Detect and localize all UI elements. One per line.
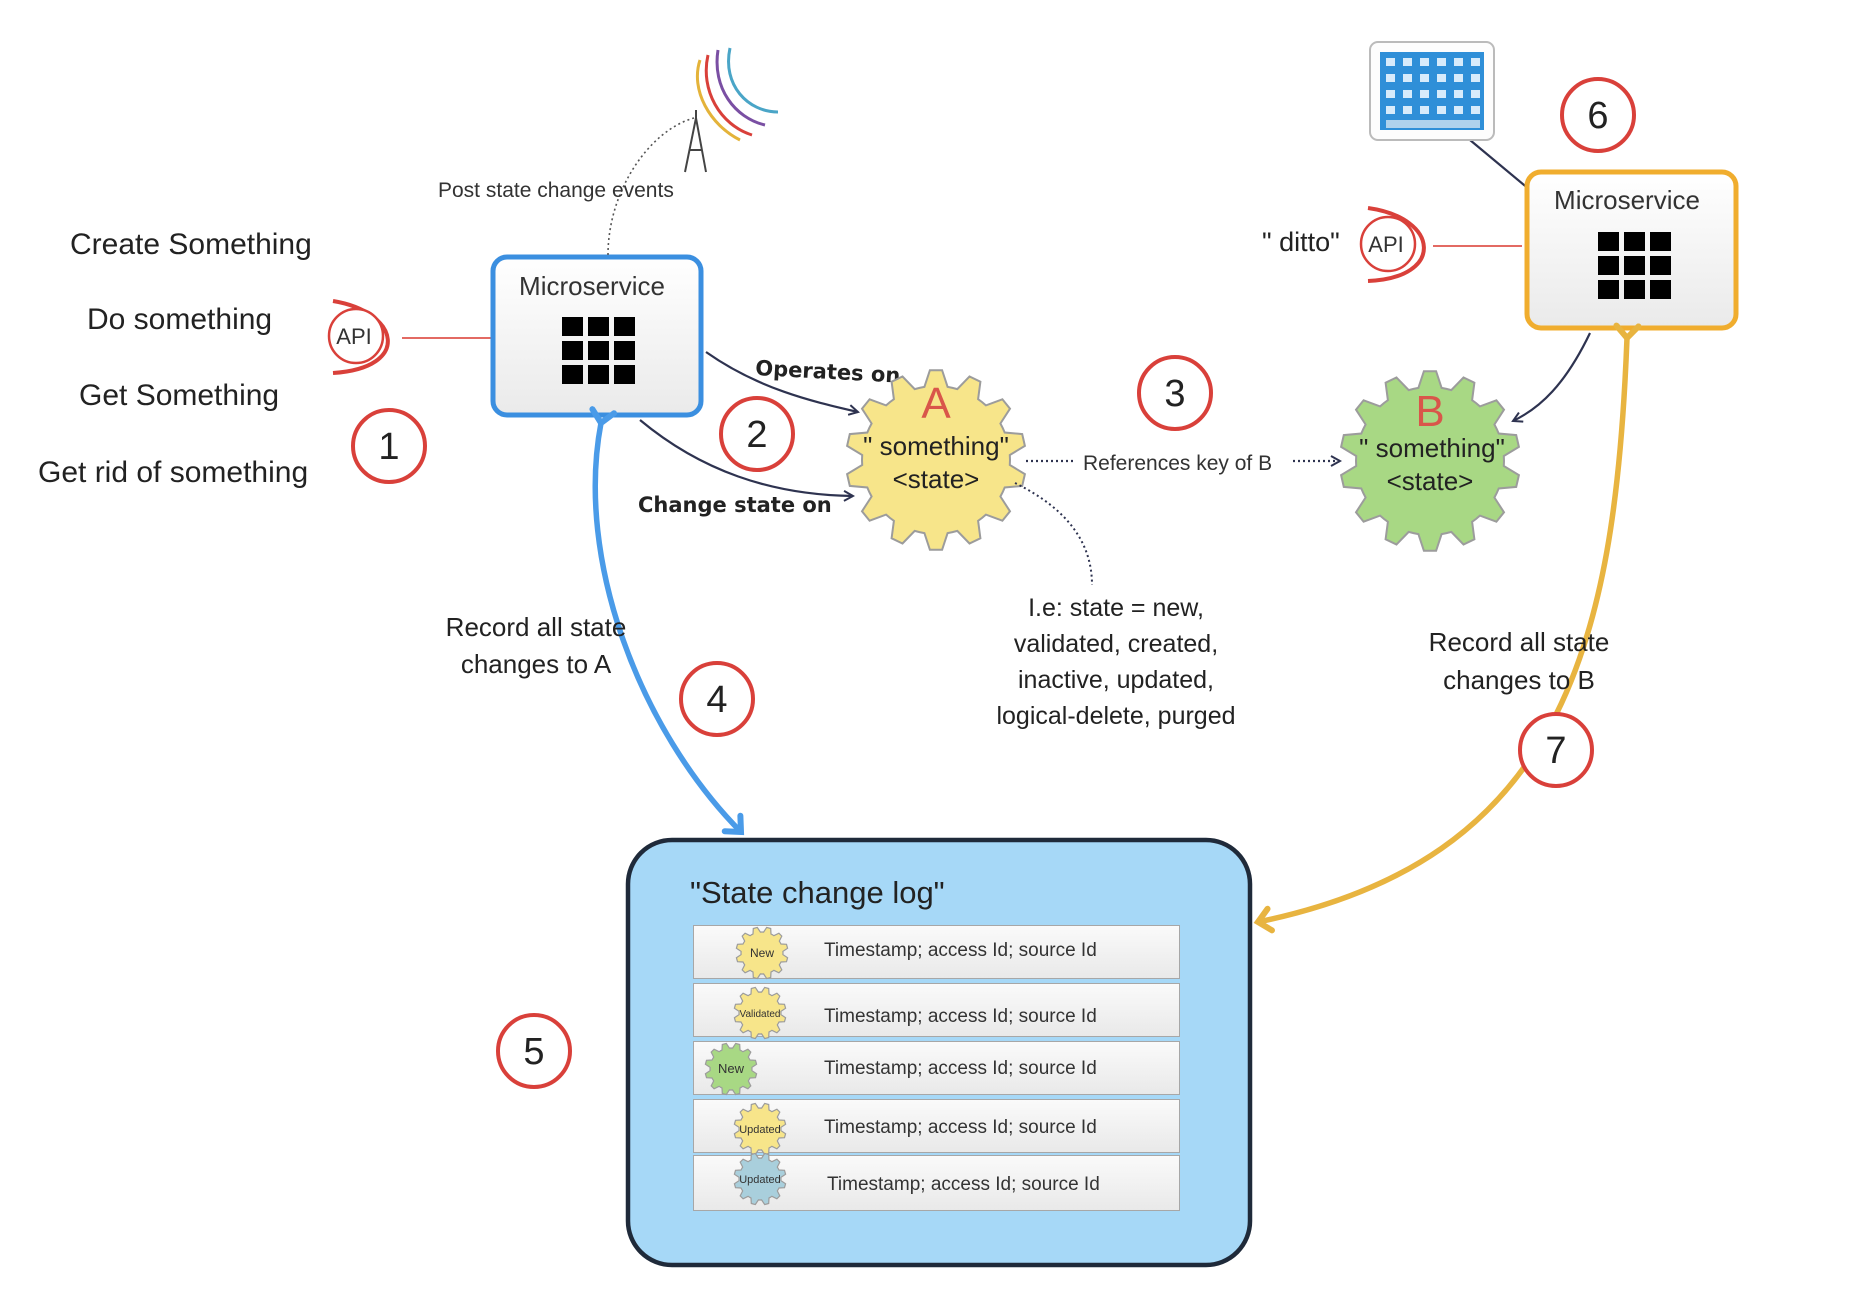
grid-icon [562, 317, 635, 384]
log-badge: Updated [739, 1174, 781, 1186]
record-arrow-a [589, 406, 745, 836]
gear-new-green-icon: New [704, 1042, 758, 1096]
api-label-a: API [336, 324, 371, 349]
state-note-line: logical-delete, purged [996, 702, 1235, 730]
record-label-b-line: Record all state [1429, 627, 1610, 657]
step-number: 3 [1164, 373, 1185, 415]
state-note-connector [1014, 482, 1093, 586]
log-badge: Updated [739, 1124, 781, 1136]
record-label-a-line: Record all state [446, 612, 627, 642]
log-entry-text: Timestamp; access Id; source Id [827, 1174, 1100, 1195]
log-entry-text: Timestamp; access Id; source Id [824, 1117, 1097, 1138]
entity-a-gear[interactable]: A " something" <state> [845, 369, 1027, 551]
gear-new-yellow-icon: New [735, 926, 789, 980]
api-a: API [327, 299, 492, 375]
tablet-connector [1469, 139, 1531, 191]
step-number: 5 [523, 1031, 544, 1073]
operates-on-connector [705, 351, 858, 412]
step-marker-1: 1 [351, 408, 427, 484]
broadcast-label: Post state change events [438, 179, 674, 202]
action-create: Create Something [70, 228, 312, 261]
entity-a-name: " something" [863, 431, 1009, 461]
microservice-b[interactable]: Microservice [1524, 169, 1739, 331]
change-state-on-label: Change state on [638, 493, 832, 517]
log-badge: Validated [740, 1009, 781, 1020]
state-note: I.e: state = new, validated, created, in… [996, 594, 1235, 730]
entity-a-letter: A [921, 379, 951, 428]
log-badge: New [718, 1061, 745, 1076]
record-label-a: Record all state changes to A [446, 612, 627, 679]
entity-b-name: " something" [1359, 433, 1505, 463]
ditto-label: " ditto" [1262, 227, 1340, 257]
state-note-line: inactive, updated, [1018, 666, 1214, 694]
gear-validated-yellow-icon: Validated [733, 986, 787, 1040]
action-list: Create Something Do something Get Someth… [38, 228, 312, 489]
entity-b-state: <state> [1387, 466, 1474, 496]
api-b: API [1359, 206, 1522, 283]
log-row: Updated Timestamp; access Id; source Id [693, 1099, 1180, 1156]
microservice-a-label: Microservice [519, 271, 665, 301]
step-number: 2 [746, 414, 767, 456]
record-label-b-line: changes to B [1443, 665, 1595, 695]
step-number: 4 [706, 679, 727, 721]
log-entry-text: Timestamp; access Id; source Id [824, 1006, 1097, 1027]
entity-b-gear[interactable]: B " something" <state> [1339, 370, 1521, 552]
record-label-b: Record all state changes to B [1429, 627, 1610, 695]
state-note-line: validated, created, [1014, 630, 1218, 658]
tablet-icon [1369, 41, 1495, 141]
ms-b-to-gear-b-connector [1513, 332, 1591, 421]
action-do: Do something [87, 303, 272, 336]
log-entry-text: Timestamp; access Id; source Id [824, 1058, 1097, 1079]
step-marker-7: 7 [1518, 712, 1594, 788]
entity-a-state: <state> [893, 464, 980, 494]
gear-updated-blue-icon: Updated [733, 1152, 787, 1206]
step-marker-6: 6 [1560, 77, 1636, 153]
step-marker-5: 5 [496, 1013, 572, 1089]
microservice-b-label: Microservice [1554, 185, 1700, 215]
log-row: Validated Timestamp; access Id; source I… [693, 983, 1180, 1040]
step-number: 7 [1545, 730, 1566, 772]
action-get-rid: Get rid of something [38, 456, 308, 489]
action-get: Get Something [79, 379, 279, 412]
step-marker-3: 3 [1137, 355, 1213, 431]
grid-icon [1598, 232, 1671, 299]
log-row: New Timestamp; access Id; source Id [693, 925, 1180, 980]
log-badge: New [750, 946, 774, 960]
broadcast-antenna-icon [607, 47, 779, 256]
entity-b-letter: B [1415, 387, 1444, 436]
step-marker-2: 2 [719, 396, 795, 472]
log-title: "State change log" [690, 875, 945, 910]
log-row: Updated Timestamp; access Id; source Id [693, 1152, 1180, 1211]
step-number: 6 [1587, 95, 1608, 137]
step-marker-4: 4 [679, 661, 755, 737]
step-number: 1 [378, 426, 399, 468]
state-note-line: I.e: state = new, [1028, 594, 1204, 622]
gear-updated-yellow-icon: Updated [733, 1102, 787, 1156]
log-row: New Timestamp; access Id; source Id [693, 1041, 1180, 1096]
references-label: References key of B [1083, 452, 1272, 475]
log-entry-text: Timestamp; access Id; source Id [824, 940, 1097, 961]
operates-on-label: Operates on [755, 356, 901, 388]
microservice-a[interactable]: Microservice [490, 254, 704, 418]
record-label-a-line: changes to A [461, 649, 612, 679]
api-label-b: API [1368, 232, 1403, 257]
